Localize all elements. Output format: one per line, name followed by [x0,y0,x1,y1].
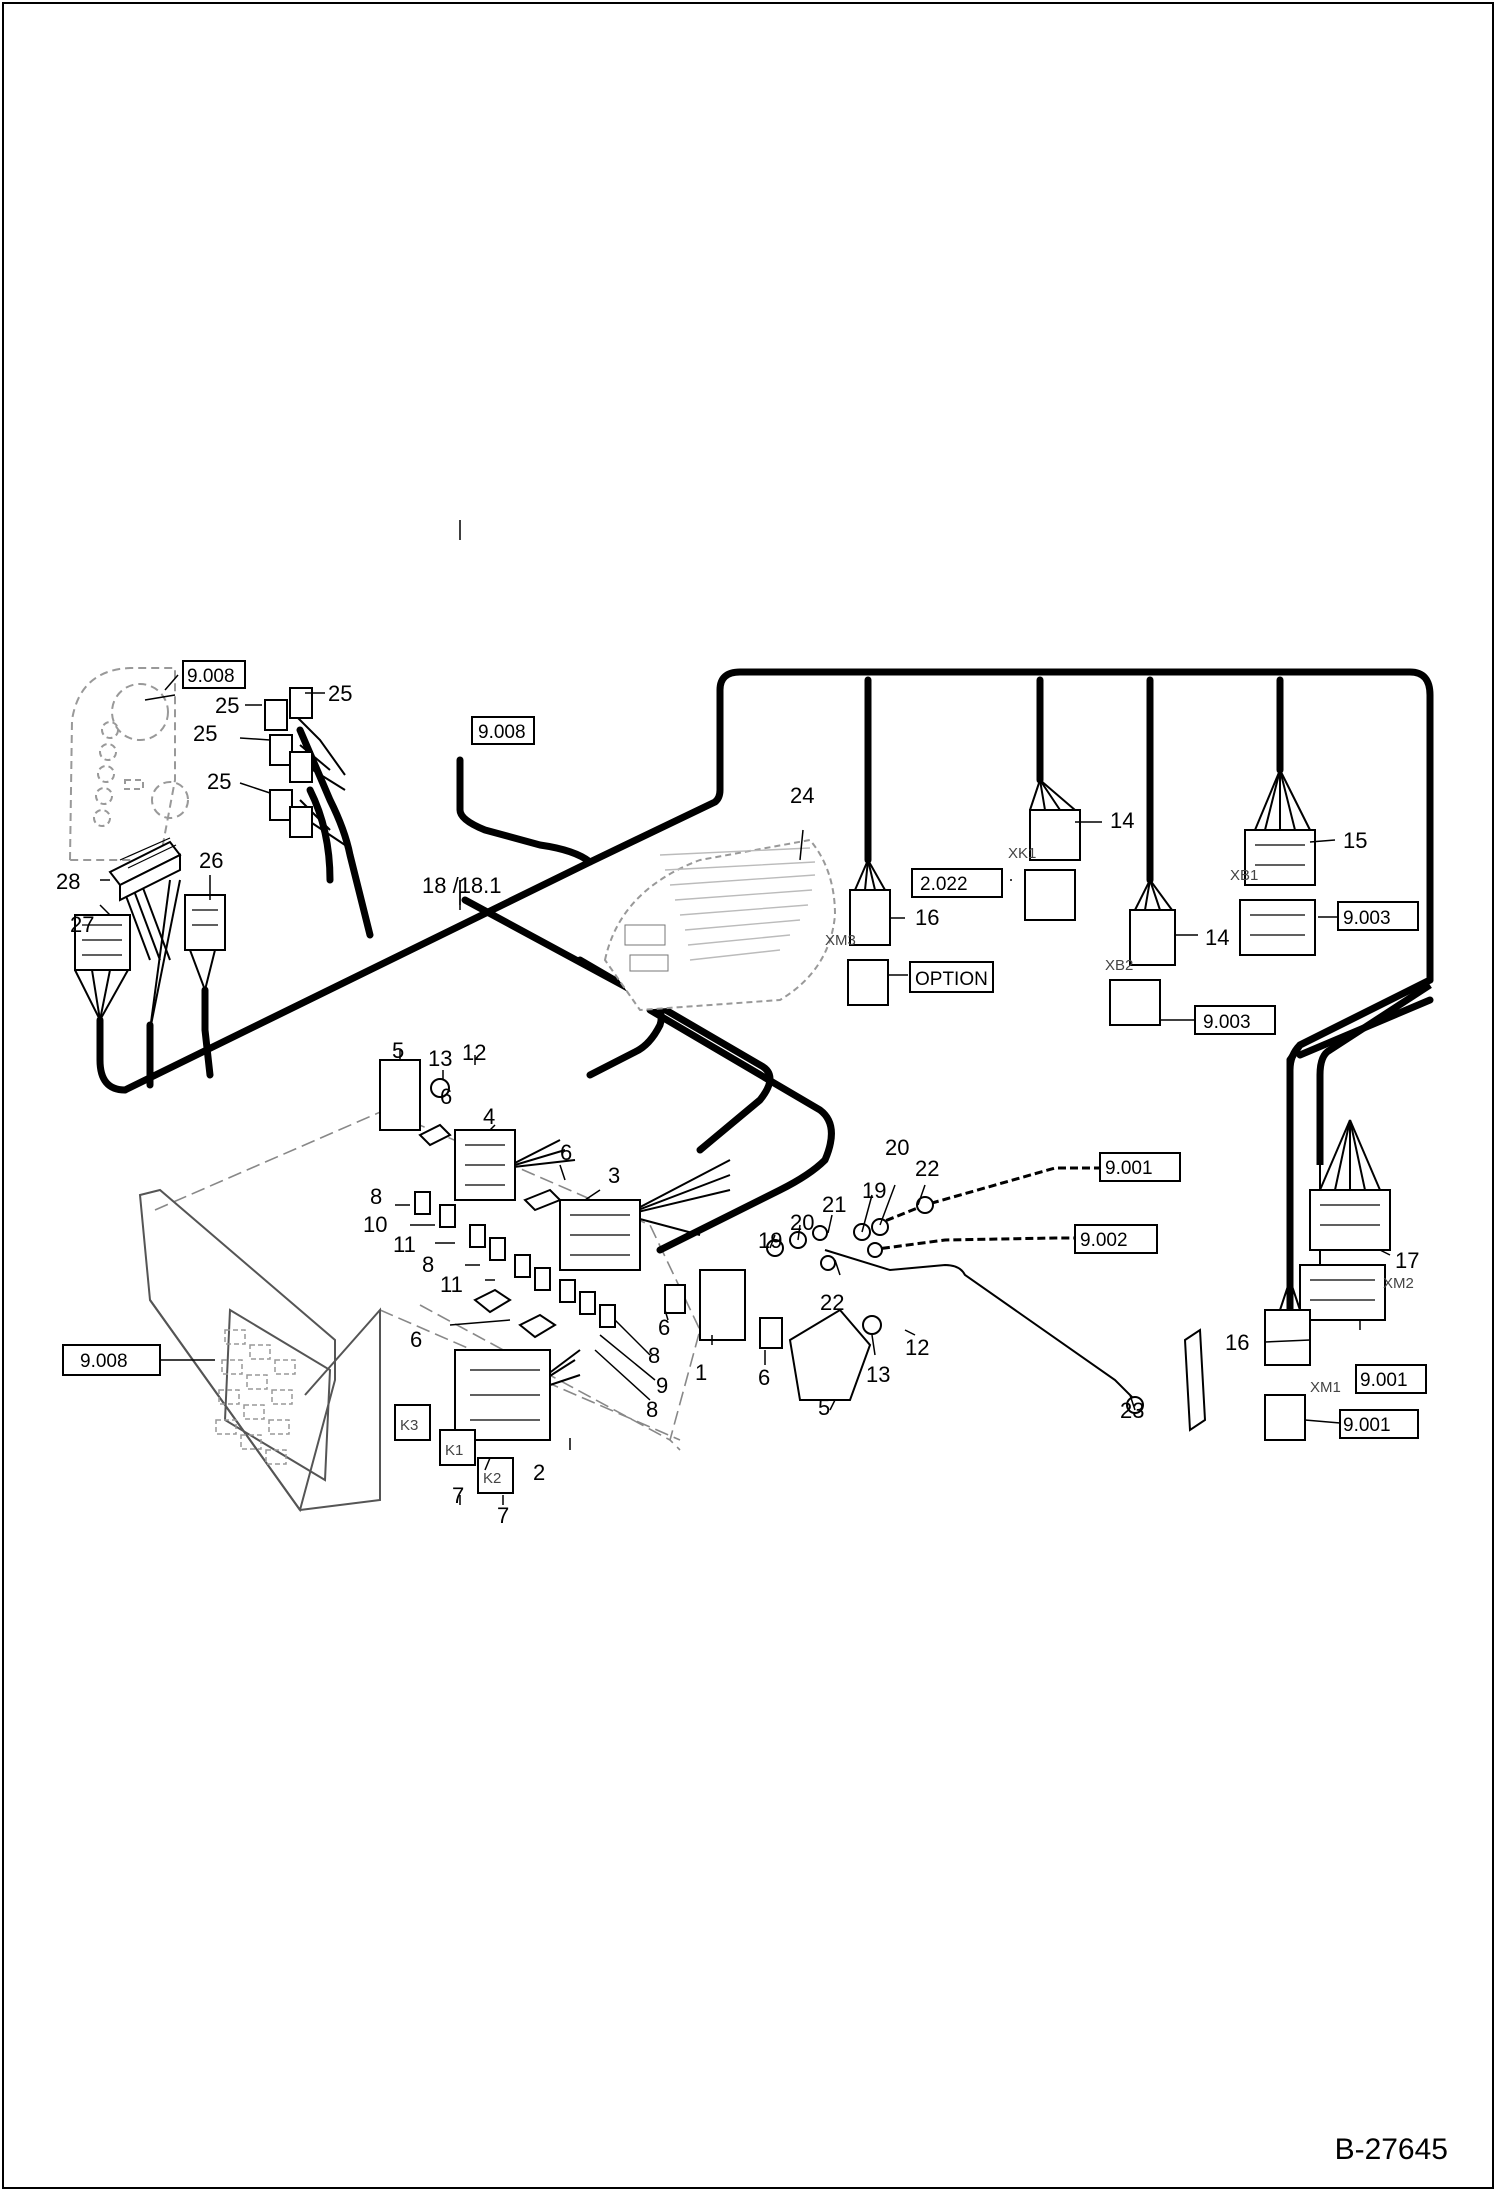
ref-label: 9.001 [1360,1370,1408,1391]
callout-15: 15 [1343,828,1367,853]
callout-28: 28 [56,869,80,894]
callout-1: 1 [695,1360,707,1385]
ref-box-9001-xm1 [1339,1409,1419,1439]
callout-14-xk1: 14 [1110,808,1134,833]
instrument-gauges [93,721,144,827]
ref-label: 9.001 [1343,1415,1391,1436]
callout-25-a: 25 [328,681,352,706]
callout-7-a: 7 [452,1483,464,1508]
callout-25-c: 25 [193,721,217,746]
ref-label: 9.002 [1080,1230,1128,1251]
callout-12-bottom: 12 [905,1335,929,1360]
callout-8-b: 8 [422,1252,434,1277]
callout-25-b: 25 [215,693,239,718]
callout-22-a: 22 [820,1290,844,1315]
document-id: B-27645 [1334,2133,1448,2166]
callout-6-e: 6 [758,1365,770,1390]
instrument-cluster-outline [68,667,189,861]
reference-box-labels: 9.008 9.008 9.008 2.022 9.003 9.003 OPTI… [80,666,1408,1436]
callout-27: 27 [70,912,94,937]
callout-numbers: 1 2 3 4 5 5 6 6 6 6 6 7 7 8 8 8 8 9 10 1… [56,681,1419,1528]
ref-box-9003-xb1 [1337,901,1419,931]
connector-pin-detail [82,837,1380,1421]
ref-box-9001-upper [1099,1152,1181,1182]
callout-18-18-1: 18 /18.1 [422,873,502,898]
tag-xb2: XB2 [1105,957,1133,974]
callout-11-a: 11 [393,1232,416,1257]
callout-11-b: 11 [440,1272,463,1297]
ref-box-9003-xb2 [1194,1005,1276,1035]
ref-label: 9.008 [80,1351,128,1372]
tag-xk1: XK1 [1008,845,1036,862]
callout-9: 9 [656,1373,668,1398]
connector-tags: XK1 XB1 XB2 XM3 XM2 XM1 K3 K1 K2 [400,845,1414,1487]
tag-xm1: XM1 [1310,1379,1341,1396]
small-parts [414,1078,1144,1414]
ref-box-9008-bottom-left [62,1344,161,1376]
ref-box-9001-xm2 [1355,1364,1427,1394]
tag-xb1: XB1 [1230,867,1258,884]
callout-24: 24 [790,783,814,808]
tag-xm3: XM3 [825,932,856,949]
module-mounting-outline [154,1109,701,1451]
callout-5-lower: 5 [818,1395,830,1420]
fuse-grid [215,1329,296,1465]
callout-6-a: 6 [440,1084,452,1109]
callout-20-a: 20 [790,1210,814,1235]
tag-k1: K1 [445,1442,463,1459]
callout-20-b: 20 [885,1135,909,1160]
callout-6-d: 6 [658,1315,670,1340]
ref-box-2022 [911,868,1003,898]
tag-xm2: XM2 [1383,1275,1414,1292]
callout-26: 26 [199,848,223,873]
callout-22-b: 22 [915,1156,939,1181]
reference-boxes [62,660,1427,1439]
callout-21: 21 [822,1192,846,1217]
tag-k3: K3 [400,1417,418,1434]
callout-10: 10 [363,1212,387,1237]
callout-8-d: 8 [646,1397,658,1422]
callout-19-a: 19 [758,1228,782,1253]
ref-label: 9.003 [1203,1012,1251,1033]
callout-16-xm3: 16 [915,905,939,930]
ref-label: 9.001 [1105,1158,1153,1179]
callout-8-c: 8 [648,1343,660,1368]
callout-4: 4 [483,1104,495,1129]
ref-label: 2.022 [920,874,968,895]
callout-14-xb2: 14 [1205,925,1229,950]
ref-box-9002 [1074,1224,1158,1254]
callout-3: 3 [608,1163,620,1188]
ref-box-9008-top-center [471,716,535,745]
callout-7-b: 7 [497,1503,509,1528]
dashed-leaders [869,1166,1100,1252]
callout-8-a: 8 [370,1184,382,1209]
connector-bodies [74,687,1391,1494]
callout-2: 2 [533,1460,545,1485]
tag-k2: K2 [483,1470,501,1487]
callout-16-xm1: 16 [1225,1330,1249,1355]
callout-17: 17 [1395,1248,1419,1273]
callout-23: 23 [1120,1398,1144,1423]
callout-5-upper: 5 [392,1038,404,1063]
decal-label-24 [603,838,837,1012]
ref-label: 9.008 [478,722,526,743]
ref-box-option [909,961,994,993]
callout-6-c: 6 [410,1327,422,1352]
ref-label: OPTION [915,969,988,990]
leader-lines [99,520,1391,1505]
fuse-board-panel [138,1188,381,1513]
ref-box-9008-top-left [182,660,246,689]
callout-13-bottom: 13 [866,1362,890,1387]
callout-13-top: 13 [428,1046,452,1071]
ref-label: 9.003 [1343,908,1391,929]
ref-label: 9.008 [187,666,235,687]
callout-19-b: 19 [862,1178,886,1203]
callout-25-d: 25 [207,769,231,794]
callout-6-b: 6 [560,1140,572,1165]
callout-12-top: 12 [462,1040,486,1065]
harness-branch-right [1316,982,1432,1165]
